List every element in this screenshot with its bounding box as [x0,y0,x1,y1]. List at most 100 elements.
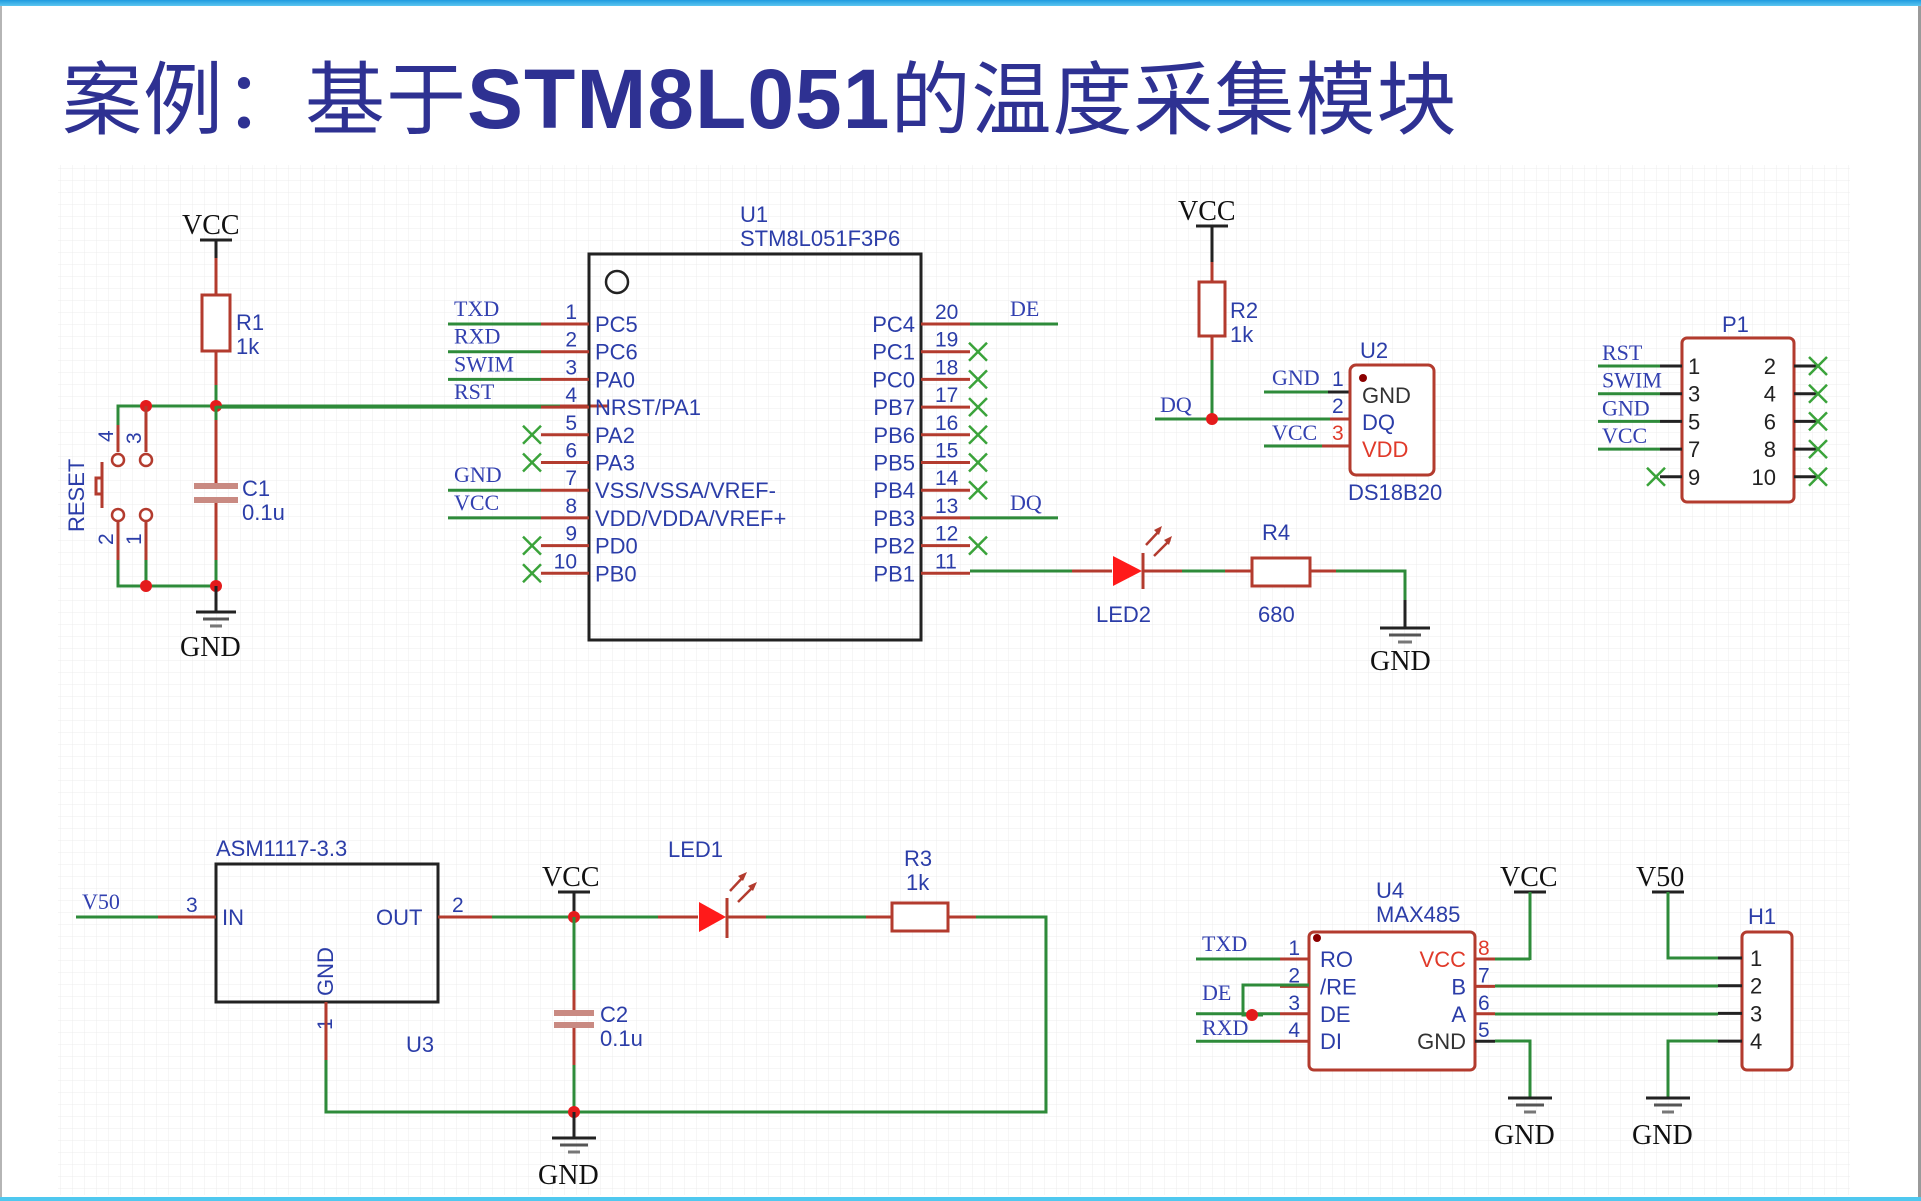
power-circuit: ASM1117-3.3 V50 3 IN OUT 2 GND 1 U3 VCC … [76,836,1048,1191]
vcc-label: VCC [542,862,600,893]
u1-pin-number: 12 [935,523,958,546]
r1-ref: R1 [236,310,264,335]
u2-pin-vdd: VDD [1362,437,1408,462]
net-label-rxd: RXD [454,324,500,349]
gnd-label: GND [1632,1120,1693,1151]
u1-pin-name: VSS/VSSA/VREF- [595,478,776,503]
u1-pin-number: 7 [565,467,577,490]
net-label-gnd: GND [1602,395,1650,420]
p1-pin-number: 5 [1688,409,1700,434]
gnd-label: GND [180,632,241,663]
u1-pin-name: PB0 [595,561,637,586]
r2-ref: R2 [1230,298,1258,323]
sensor-circuit: VCC R2 1k DQ GND VCC 1 2 3 U2 GND DQ VDD… [1155,196,1442,505]
regulator-pin-out: OUT [376,905,422,930]
net-label-dq: DQ [1160,392,1192,417]
net-label-de: DE [1010,296,1039,321]
u1-pin-number: 1 [565,301,577,324]
u4-pin-number: 4 [1288,1019,1300,1042]
p1-pin-number: 3 [1688,382,1700,407]
net-label-vcc: VCC [1272,420,1317,445]
switch-pin: 4 [95,430,118,442]
net-label-gnd: GND [454,462,502,487]
net-label-swim: SWIM [454,351,514,376]
u2-pin-num: 3 [1332,422,1344,445]
r2-resistor [1197,280,1227,338]
u4-part: MAX485 [1376,902,1460,927]
u4-pin-name: DI [1320,1029,1342,1054]
led2-ref: LED2 [1096,602,1151,627]
u1-pin-name: PB6 [873,423,915,448]
u2-part: DS18B20 [1348,480,1442,505]
net-label-de: DE [1202,980,1231,1005]
title-suffix: 的温度采集模块 [890,54,1458,147]
p1-pin-number: 8 [1764,437,1776,462]
u1-pin-number: 15 [935,440,958,463]
switch-pin: 3 [123,432,146,444]
regulator-pin-gnd: GND [313,947,338,996]
r1-resistor [200,293,232,353]
u2-pin-dq: DQ [1362,410,1395,435]
u1-pin-name: VDD/VDDA/VREF+ [595,506,786,531]
u1-pin-number: 19 [935,329,958,352]
u1-pin-number: 5 [565,412,577,435]
u4-pin-number: 2 [1288,964,1300,987]
led2-diode [1113,556,1142,586]
v50-label: V50 [1636,862,1684,893]
u1-part: STM8L051F3P6 [740,226,900,251]
net-label-vcc: VCC [1602,423,1647,448]
c1-plate [194,483,238,489]
u1-pin-number: 17 [935,384,958,407]
u1-pin-name: PC5 [595,312,638,337]
u1-pin-number: 9 [565,523,577,546]
p1-pin-number: 9 [1688,465,1700,490]
reset-label: RESET [64,459,89,532]
regulator-pin-in: IN [222,905,244,930]
c1-value: 0.1u [242,500,285,525]
net-label-rxd: RXD [1202,1015,1248,1040]
gnd-label: GND [1494,1120,1555,1151]
u1-pin-name: PB7 [873,395,915,420]
net-label-rst: RST [1602,340,1643,365]
switch-pin: 1 [123,533,146,545]
p1-pin-number: 4 [1764,382,1776,407]
junction-dot [1206,413,1218,425]
c2-plate [554,1010,594,1016]
net-label-rst: RST [454,379,495,404]
u1-pin-number: 11 [935,550,957,573]
u1-pin-number: 14 [935,467,959,490]
u1-pin-number: 8 [565,495,577,518]
u4-pin-name: /RE [1320,974,1357,999]
u1-pin-number: 16 [935,412,958,435]
vcc-label: VCC [1500,862,1558,893]
r1-value: 1k [236,334,260,359]
r3-value: 1k [906,870,930,895]
u1-pin-name: PC4 [872,312,915,337]
u4-pin-name: VCC [1420,947,1467,972]
r4-ref: R4 [1262,520,1290,545]
u4-ref: U4 [1376,878,1404,903]
junction-dot [1246,1009,1258,1021]
u4-pin-number: 8 [1478,937,1490,960]
u1-pin-name: PA3 [595,451,635,476]
h1-pin-number: 4 [1750,1029,1762,1054]
u1-pin-name: PB4 [873,478,915,503]
u4-pin-name: GND [1417,1029,1466,1054]
u1-body [587,252,923,642]
net-label-vcc: VCC [454,490,499,515]
net-label-dq: DQ [1010,490,1042,515]
window-top-bar [0,0,1921,6]
u1-pin-number: 13 [935,495,958,518]
gnd-label: GND [1370,646,1431,677]
grid-background [58,165,1850,1195]
u4-pin-number: 7 [1478,964,1490,987]
u1-pin-number: 6 [565,440,577,463]
pin1-marker [604,269,630,295]
c1-plate [194,497,238,503]
u4-pin-number: 5 [1478,1019,1490,1042]
u4-body [1307,930,1477,1072]
